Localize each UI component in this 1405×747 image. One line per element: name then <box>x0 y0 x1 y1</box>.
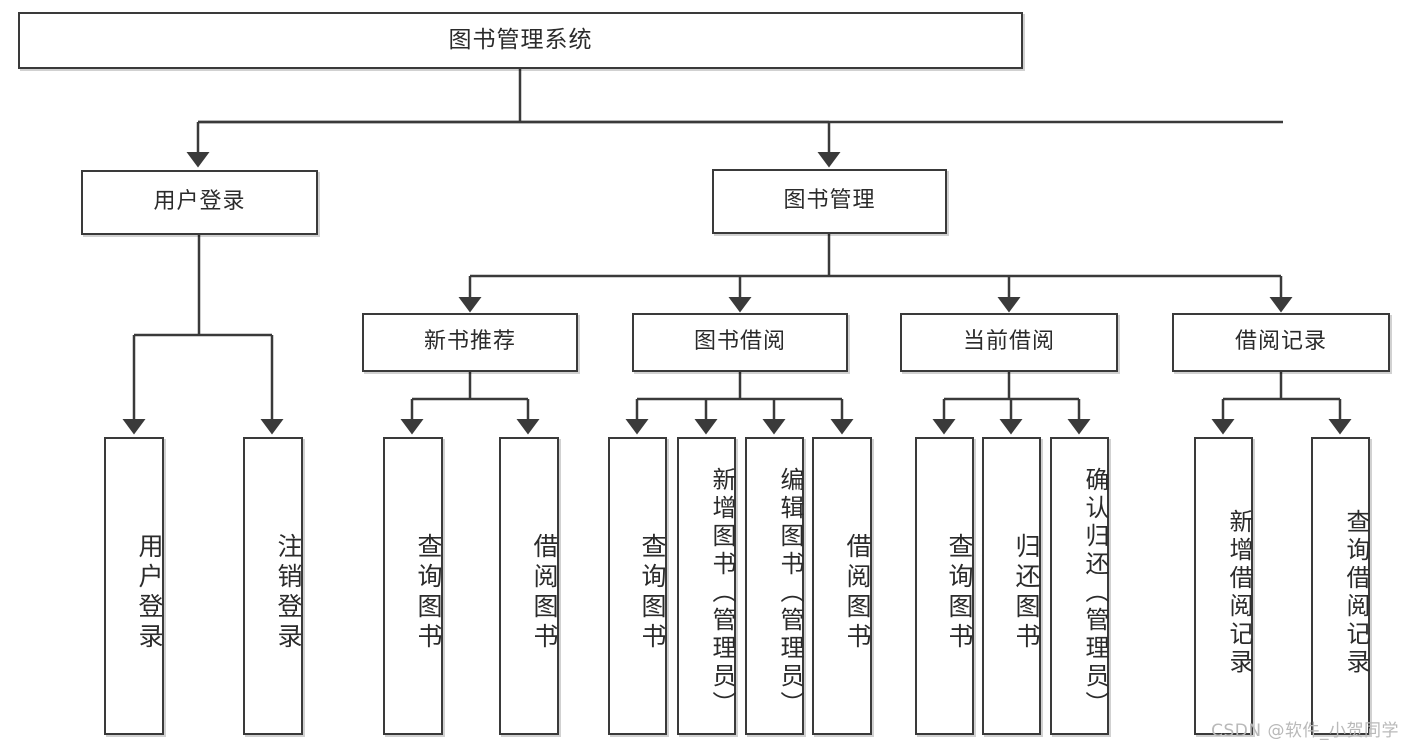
node-book-manage[interactable]: 图书管理 <box>712 169 947 234</box>
leaf-user-login[interactable]: 用户登录 <box>104 437 164 735</box>
leaf-query-book-3-label: 查询图书 <box>945 533 974 653</box>
leaf-add-record-label: 新增借阅记录 <box>1225 509 1253 677</box>
node-root[interactable]: 图书管理系统 <box>18 12 1023 69</box>
node-user-login-label: 用户登录 <box>153 189 246 215</box>
node-new-book-rec[interactable]: 新书推荐 <box>362 313 578 372</box>
leaf-confirm-return-label: 确认归还（管理员） <box>1081 467 1109 719</box>
leaf-query-book-1-label: 查询图书 <box>414 533 443 653</box>
node-book-manage-label: 图书管理 <box>783 188 876 214</box>
leaf-borrow-book-2[interactable]: 借阅图书 <box>812 437 872 735</box>
node-borrow-record[interactable]: 借阅记录 <box>1172 313 1390 372</box>
leaf-edit-book[interactable]: 编辑图书（管理员） <box>745 437 804 735</box>
node-book-borrow-label: 图书借阅 <box>693 329 786 355</box>
node-root-label: 图书管理系统 <box>448 26 593 53</box>
node-user-login[interactable]: 用户登录 <box>81 170 318 235</box>
leaf-query-book-1[interactable]: 查询图书 <box>383 437 443 735</box>
leaf-query-record[interactable]: 查询借阅记录 <box>1311 437 1370 735</box>
node-new-book-rec-label: 新书推荐 <box>423 329 516 355</box>
leaf-query-record-label: 查询借阅记录 <box>1342 509 1370 677</box>
node-book-borrow[interactable]: 图书借阅 <box>632 313 848 372</box>
leaf-query-book-3[interactable]: 查询图书 <box>915 437 974 735</box>
leaf-return-book-label: 归还图书 <box>1012 533 1041 653</box>
leaf-borrow-book-1[interactable]: 借阅图书 <box>499 437 559 735</box>
node-borrow-record-label: 借阅记录 <box>1234 329 1327 355</box>
leaf-user-login-label: 用户登录 <box>135 533 164 653</box>
leaf-edit-book-label: 编辑图书（管理员） <box>776 467 804 719</box>
leaf-add-book[interactable]: 新增图书（管理员） <box>677 437 736 735</box>
leaf-logout-login[interactable]: 注销登录 <box>243 437 303 735</box>
leaf-query-book-2-label: 查询图书 <box>638 533 667 653</box>
node-current-borrow-label: 当前借阅 <box>962 329 1055 355</box>
leaf-add-record[interactable]: 新增借阅记录 <box>1194 437 1253 735</box>
leaf-return-book[interactable]: 归还图书 <box>982 437 1041 735</box>
leaf-query-book-2[interactable]: 查询图书 <box>608 437 667 735</box>
leaf-add-book-label: 新增图书（管理员） <box>708 467 736 719</box>
watermark: CSDN @软件_小贺同学 <box>1211 721 1399 741</box>
leaf-confirm-return[interactable]: 确认归还（管理员） <box>1050 437 1109 735</box>
leaf-logout-login-label: 注销登录 <box>274 533 303 653</box>
node-current-borrow[interactable]: 当前借阅 <box>900 313 1118 372</box>
leaf-borrow-book-2-label: 借阅图书 <box>843 533 872 653</box>
leaf-borrow-book-1-label: 借阅图书 <box>530 533 559 653</box>
